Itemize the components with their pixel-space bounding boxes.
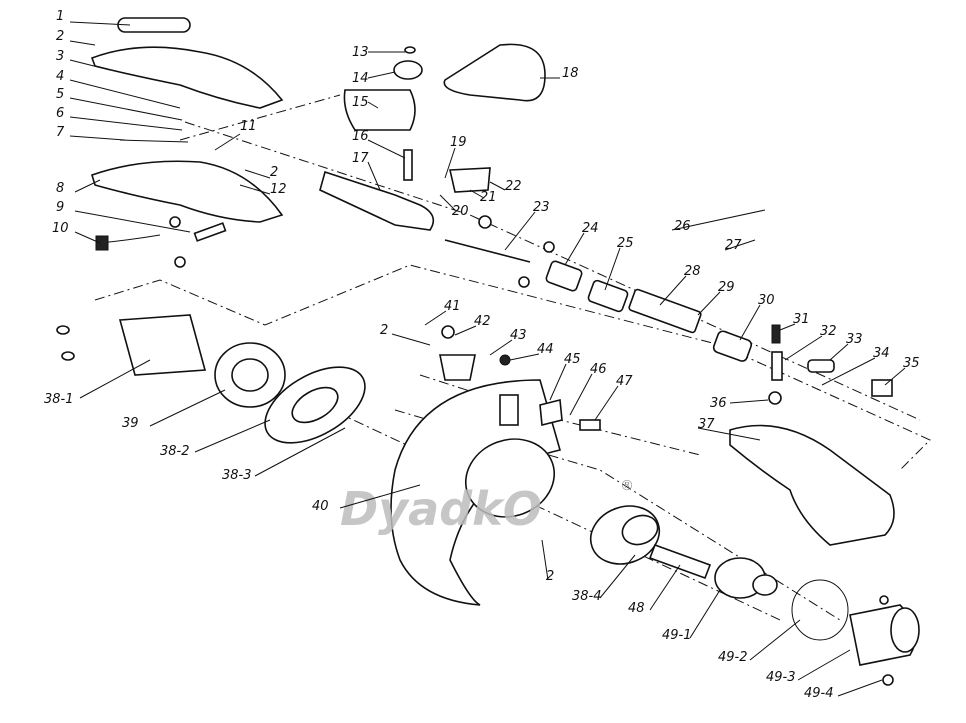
part-gear-head (343, 89, 416, 131)
watermark-text: DyadkO (340, 482, 542, 536)
callout-16: 16 (352, 129, 369, 144)
callout-6: 6 (56, 106, 64, 121)
callout-30: 30 (758, 293, 775, 308)
callout-1: 1 (56, 9, 64, 24)
callout-41: 41 (444, 299, 461, 314)
part-spring (648, 543, 712, 580)
callout-2: 2 (56, 29, 64, 44)
callout-48: 48 (628, 601, 645, 616)
part-blade (443, 43, 546, 102)
callout-37: 37 (698, 417, 715, 432)
callout-49-3: 49-3 (766, 670, 796, 685)
part-upper-housing (90, 46, 284, 109)
callout-33: 33 (846, 332, 863, 347)
part-belt (791, 579, 849, 641)
callout-34: 34 (873, 346, 890, 361)
part-lower-housing (91, 160, 284, 223)
callout-49-4: 49-4 (804, 686, 834, 701)
callout-21: 21 (480, 190, 497, 205)
callout-49-2: 49-2 (718, 650, 748, 665)
callout-38-3: 38-3 (222, 468, 252, 483)
callout-49-1: 49-1 (662, 628, 692, 643)
callout-40: 40 (312, 499, 329, 514)
callout-44: 44 (537, 342, 554, 357)
callout-35: 35 (903, 356, 920, 371)
callout-2c: 2 (380, 323, 388, 338)
callout-14: 14 (352, 71, 369, 86)
watermark-registered: ® (620, 478, 634, 494)
callout-47: 47 (616, 374, 633, 389)
callout-38-4: 38-4 (572, 589, 602, 604)
callout-17: 17 (352, 151, 369, 166)
callout-20: 20 (452, 204, 469, 219)
callout-2d: 2 (546, 569, 554, 584)
callout-38-2: 38-2 (160, 444, 190, 459)
part-rear-handle (729, 424, 895, 546)
callout-23: 23 (533, 200, 550, 215)
callout-4: 4 (56, 69, 64, 84)
callout-42: 42 (474, 314, 491, 329)
callout-31: 31 (793, 312, 810, 327)
callout-27: 27 (725, 238, 742, 253)
callout-9: 9 (56, 200, 64, 215)
parts (56, 17, 920, 686)
callout-36: 36 (710, 396, 727, 411)
callout-25: 25 (617, 236, 634, 251)
callout-45: 45 (564, 352, 581, 367)
callout-43: 43 (510, 328, 527, 343)
callout-13: 13 (352, 45, 369, 60)
callout-24: 24 (582, 221, 599, 236)
callout-28: 28 (684, 264, 701, 279)
callout-18: 18 (562, 66, 579, 81)
part-shaft (319, 170, 435, 231)
callout-26: 26 (674, 219, 691, 234)
callout-29: 29 (718, 280, 735, 295)
callout-19: 19 (450, 135, 467, 150)
callout-12: 12 (270, 182, 287, 197)
callout-8: 8 (56, 181, 64, 196)
callout-10: 10 (52, 221, 69, 236)
callout-5: 5 (56, 87, 64, 102)
callout-32: 32 (820, 324, 837, 339)
callout-3: 3 (56, 49, 64, 64)
callout-39: 39 (122, 416, 139, 431)
callout-22: 22 (505, 179, 522, 194)
part-handle-grip (117, 17, 191, 33)
callout-15: 15 (352, 95, 369, 110)
callout-38-1: 38-1 (44, 392, 74, 407)
part-motor-stator (118, 314, 207, 376)
leader-lines (69, 21, 906, 697)
callout-labels: 1 2 3 4 5 6 7 8 9 10 11 2 12 13 14 15 16… (44, 9, 920, 701)
watermark: DyadkO ® (340, 478, 634, 536)
callout-11: 11 (240, 119, 257, 134)
callout-2b: 2 (270, 165, 278, 180)
callout-46: 46 (590, 362, 607, 377)
callout-7: 7 (56, 125, 65, 140)
